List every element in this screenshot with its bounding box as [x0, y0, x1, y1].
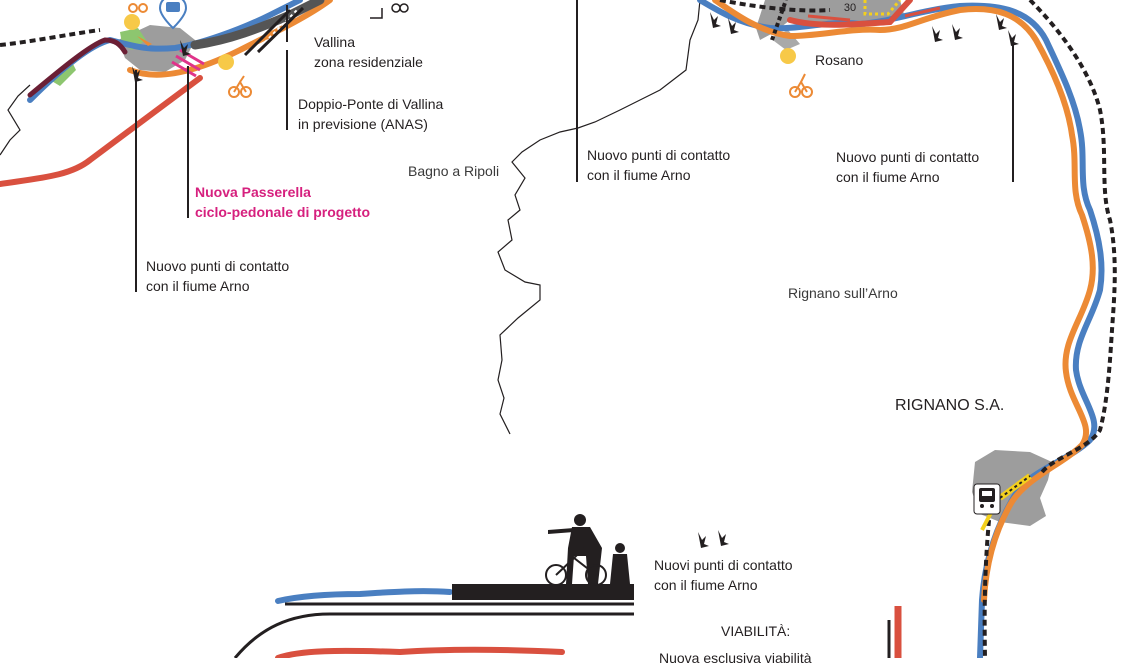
- label-rignano-sa: RIGNANO S.A.: [895, 397, 1005, 414]
- legend-viabilita-heading: VIABILITÀ:: [721, 623, 791, 639]
- bicycle-icon: [370, 8, 383, 19]
- legend-nuova-esclusiva: Nuova esclusiva viabilità: [659, 650, 812, 666]
- legend-road-curve: [233, 612, 634, 658]
- bicycle-icon: [391, 3, 409, 13]
- label-bagno-a-ripoli: Bagno a Ripoli: [408, 163, 500, 179]
- road-red: [0, 0, 913, 187]
- legend-red-road: [275, 646, 565, 658]
- legend-river-sample: [275, 588, 453, 604]
- bicycle-icon: [789, 73, 813, 98]
- label-nuova-passerella-line2: ciclo-pedonale di progetto: [195, 204, 371, 220]
- label-contact-left-line2: con il fiume Arno: [146, 278, 250, 294]
- label-contact-mid-line1: Nuovo punti di contatto: [587, 147, 731, 163]
- label-doppio-ponte-line1: Doppio-Ponte di Vallina: [298, 96, 444, 112]
- legend-contact-label: Nuovi punti di contatto con il fiume Arn…: [654, 555, 793, 595]
- label-contact-right-line1: Nuovo punti di contatto: [836, 149, 980, 165]
- park-area: [50, 62, 76, 86]
- people-with-bicycle-silhouette: [545, 514, 630, 586]
- label-vallina-line2: zona residenziale: [314, 54, 423, 70]
- railway-line: [0, 0, 1117, 658]
- label-vallina-line1: Vallina: [314, 34, 355, 50]
- label-nuova-passerella-line1: Nuova Passerella: [195, 184, 311, 200]
- label-rignano-sull-arno: Rignano sull’Arno: [788, 285, 898, 301]
- zone-30-area: [863, 0, 902, 16]
- cycle-route: [127, 0, 1096, 603]
- label-nuova-passerella: Nuova Passerella ciclo-pedonale di proge…: [195, 182, 370, 222]
- speed-limit-label: 30: [844, 2, 856, 14]
- rosano-bridge: [770, 0, 788, 41]
- doppio-ponte-bridge: [243, 6, 305, 57]
- legend-contact-line1: Nuovi punti di contatto: [654, 557, 793, 573]
- poi-marker: [124, 14, 796, 70]
- legend-ground-strip: [452, 584, 634, 600]
- label-contact-right: Nuovo punti di contatto con il fiume Arn…: [836, 147, 979, 187]
- road-dark-red: [27, 37, 128, 98]
- label-contact-left-line1: Nuovo punti di contatto: [146, 258, 290, 274]
- label-contact-left: Nuovo punti di contatto con il fiume Arn…: [146, 256, 289, 296]
- label-vallina: Vallina zona residenziale: [314, 32, 423, 72]
- road-red-rosano: [807, 6, 941, 22]
- bus-stop-icon: [158, 0, 188, 30]
- label-doppio-ponte: Doppio-Ponte di Vallina in previsione (A…: [298, 94, 443, 134]
- bicycle-icon: [228, 75, 252, 98]
- label-doppio-ponte-line2: in previsione (ANAS): [298, 116, 428, 132]
- handprint-icon: [132, 12, 1019, 548]
- label-contact-mid: Nuovo punti di contatto con il fiume Arn…: [587, 145, 730, 185]
- legend-contact-line2: con il fiume Arno: [654, 577, 758, 593]
- river-arno: [27, 0, 1105, 658]
- train-station-icon: [973, 483, 1001, 515]
- label-contact-right-line2: con il fiume Arno: [836, 169, 940, 185]
- label-rosano: Rosano: [815, 52, 864, 68]
- bicycle-icon: [128, 3, 148, 13]
- label-contact-mid-line2: con il fiume Arno: [587, 167, 691, 183]
